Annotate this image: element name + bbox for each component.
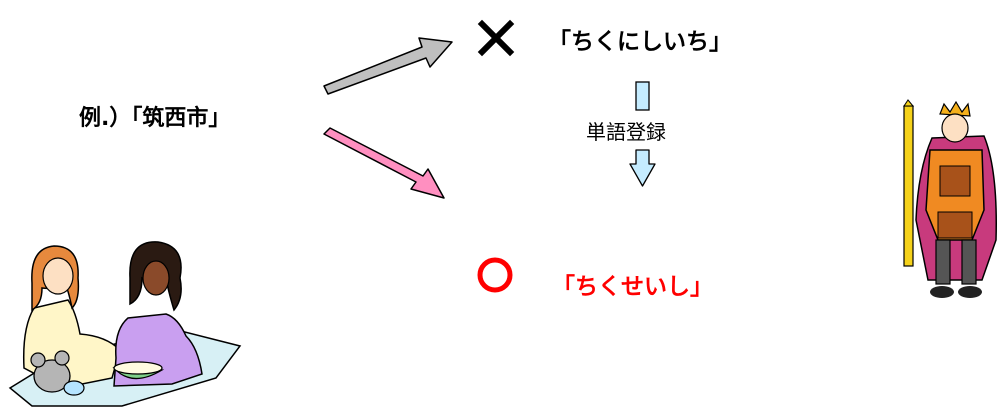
example-label: 例.）「筑西市」 [79,106,231,131]
circle-mark-icon [477,257,513,293]
pink-arrow-icon [323,127,445,199]
wrong-reading: 「ちくにしいち」 [548,29,732,55]
word-register-label: 単語登録 [586,120,666,144]
down-arrow-icon [629,81,656,187]
armored-samurai-clipart [903,99,997,298]
two-girls-clipart [8,241,242,407]
gray-arrow-icon [323,37,453,95]
correct-reading: 「ちくせいし」 [552,274,713,300]
cross-mark-icon [477,19,515,57]
